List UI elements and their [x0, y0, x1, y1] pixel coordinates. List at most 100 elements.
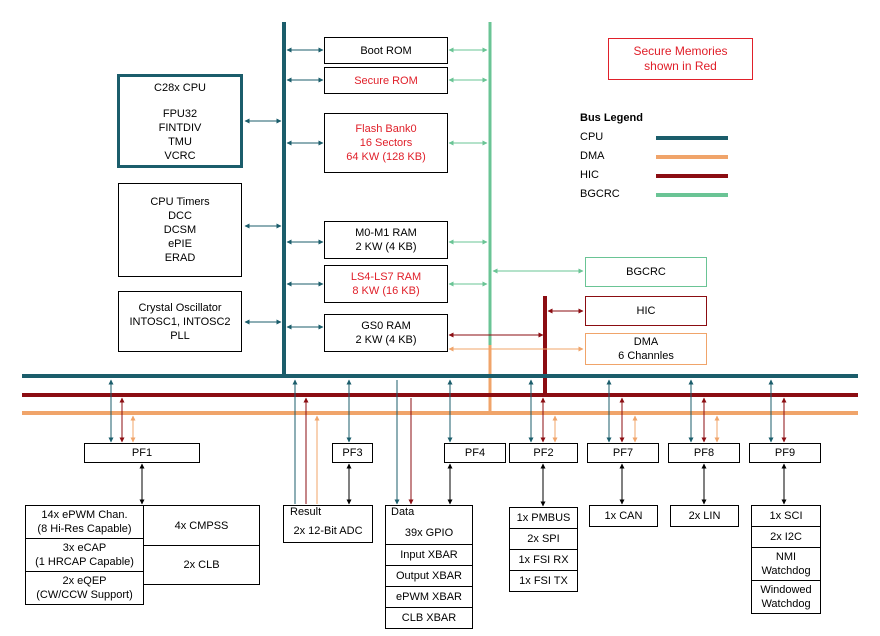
timers-line: DCC	[168, 210, 192, 222]
epwm-block: 14x ePWM Chan. (8 Hi-Res Capable)	[25, 505, 144, 539]
pf2-block: PF2	[509, 443, 578, 463]
gs0-line: GS0 RAM	[361, 320, 411, 332]
m0m1-line: 2 KW (4 KB)	[355, 241, 417, 253]
boot-rom-label: Boot ROM	[360, 44, 412, 57]
pmbus-label: 1x PMBUS	[516, 512, 571, 524]
epwm-xbar-label: ePWM XBAR	[395, 591, 462, 603]
hic-block: HIC	[585, 296, 707, 326]
dma-line: 6 Channles	[618, 350, 674, 362]
gpio-label: 39x GPIO	[404, 527, 454, 539]
eqep-block: 2x eQEP (CW/CCW Support)	[25, 571, 144, 605]
adc-result-tag: Result	[288, 506, 324, 519]
sci-label: 1x SCI	[769, 510, 803, 522]
cpu-feature: FPU32	[162, 108, 198, 120]
sci-block: 1x SCI	[751, 505, 821, 527]
oscillator-block: Crystal Oscillator INTOSC1, INTOSC2 PLL	[118, 291, 242, 352]
secure-rom-block: Secure ROM	[324, 67, 448, 94]
dma-line: DMA	[633, 336, 659, 348]
legend-title: Bus Legend	[580, 112, 643, 124]
ls-line: 8 KW (16 KB)	[352, 285, 420, 297]
ecap-line: (1 HRCAP Capable)	[35, 556, 134, 568]
i2c-label: 2x I2C	[770, 531, 802, 543]
osc-line: INTOSC1, INTOSC2	[129, 315, 231, 328]
pf7-block: PF7	[587, 443, 659, 463]
clb-block: 2x CLB	[143, 545, 260, 585]
spi-label: 2x SPI	[527, 533, 560, 545]
pf3-block: PF3	[332, 443, 373, 463]
hic-label: HIC	[636, 305, 656, 317]
input-xbar-block: Input XBAR	[385, 544, 473, 566]
can-label: 1x CAN	[604, 510, 643, 522]
lin-block: 2x LIN	[670, 505, 739, 527]
pf1-label: PF1	[131, 447, 153, 459]
adc-label: 2x 12-Bit ADC	[293, 525, 363, 537]
pf4-block: PF4	[444, 443, 506, 463]
timers-line: ePIE	[168, 238, 192, 250]
legend-label-cpu: CPU	[580, 131, 604, 143]
eqep-line: (CW/CCW Support)	[36, 589, 133, 601]
pf8-block: PF8	[668, 443, 740, 463]
i2c-block: 2x I2C	[751, 526, 821, 548]
gpio-data-tag: Data	[389, 506, 417, 519]
cpu-feature: VCRC	[164, 150, 196, 162]
clb-xbar-block: CLB XBAR	[385, 607, 473, 629]
dma-block: DMA 6 Channles	[585, 333, 707, 365]
windowed-watchdog-block: Windowed Watchdog	[751, 580, 821, 614]
flash-line: 64 KW (128 KB)	[346, 151, 426, 163]
timers-line: CPU Timers	[150, 196, 210, 208]
pf8-label: PF8	[693, 447, 715, 459]
output-xbar-label: Output XBAR	[395, 570, 463, 582]
m0m1-line: M0-M1 RAM	[355, 227, 417, 239]
ecap-block: 3x eCAP (1 HRCAP Capable)	[25, 538, 144, 572]
pf7-label: PF7	[612, 447, 634, 459]
m0m1-ram-block: M0-M1 RAM 2 KW (4 KB)	[324, 221, 448, 259]
can-block: 1x CAN	[589, 505, 658, 527]
secure-memories-note: Secure Memories shown in Red	[608, 38, 753, 80]
timers-line: ERAD	[164, 252, 196, 264]
cpu-timers-block: CPU Timers DCC DCSM ePIE ERAD	[118, 183, 242, 277]
fsi-tx-block: 1x FSI TX	[509, 570, 578, 592]
timers-line: DCSM	[163, 224, 197, 236]
secure-rom-label: Secure ROM	[354, 74, 418, 87]
note-line: shown in Red	[644, 59, 717, 73]
wwd-line: Windowed	[760, 584, 812, 596]
osc-line: PLL	[170, 329, 190, 342]
pf1-block: PF1	[84, 443, 200, 463]
pf4-label: PF4	[464, 447, 486, 459]
boot-rom-block: Boot ROM	[324, 37, 448, 64]
nmi-line: Watchdog	[761, 565, 811, 577]
cpu-title: C28x CPU	[154, 82, 206, 94]
flash-bank-block: Flash Bank0 16 Sectors 64 KW (128 KB)	[324, 113, 448, 173]
flash-line: 16 Sectors	[359, 137, 413, 149]
c28x-cpu-block: C28x CPU FPU32 FINTDIV TMU VCRC	[117, 74, 243, 168]
fsi-tx-label: 1x FSI TX	[519, 575, 568, 587]
osc-line: Crystal Oscillator	[138, 301, 222, 314]
cmpss-block: 4x CMPSS	[143, 505, 260, 546]
nmi-watchdog-block: NMI Watchdog	[751, 547, 821, 581]
eqep-line: 2x eQEP	[62, 575, 107, 587]
epwm-line: (8 Hi-Res Capable)	[37, 523, 132, 535]
clb-label: 2x CLB	[183, 559, 220, 571]
ls-line: LS4-LS7 RAM	[350, 271, 422, 283]
ls-ram-block: LS4-LS7 RAM 8 KW (16 KB)	[324, 265, 448, 303]
gs0-ram-block: GS0 RAM 2 KW (4 KB)	[324, 314, 448, 352]
flash-line: Flash Bank0	[355, 123, 417, 135]
ecap-line: 3x eCAP	[62, 542, 107, 554]
legend-label-dma: DMA	[580, 150, 605, 162]
cpu-feature: TMU	[168, 136, 192, 148]
spi-block: 2x SPI	[509, 528, 578, 550]
fsi-rx-block: 1x FSI RX	[509, 549, 578, 571]
clb-xbar-label: CLB XBAR	[401, 612, 457, 624]
bgcrc-block: BGCRC	[585, 257, 707, 287]
bgcrc-label: BGCRC	[626, 266, 666, 278]
output-xbar-block: Output XBAR	[385, 565, 473, 587]
gs0-line: 2 KW (4 KB)	[355, 334, 417, 346]
cmpss-label: 4x CMPSS	[174, 519, 229, 532]
pf2-label: PF2	[533, 447, 554, 459]
input-xbar-label: Input XBAR	[400, 549, 458, 561]
pf9-block: PF9	[749, 443, 821, 463]
pf9-label: PF9	[774, 447, 796, 459]
epwm-xbar-block: ePWM XBAR	[385, 586, 473, 608]
pf3-label: PF3	[342, 447, 363, 459]
